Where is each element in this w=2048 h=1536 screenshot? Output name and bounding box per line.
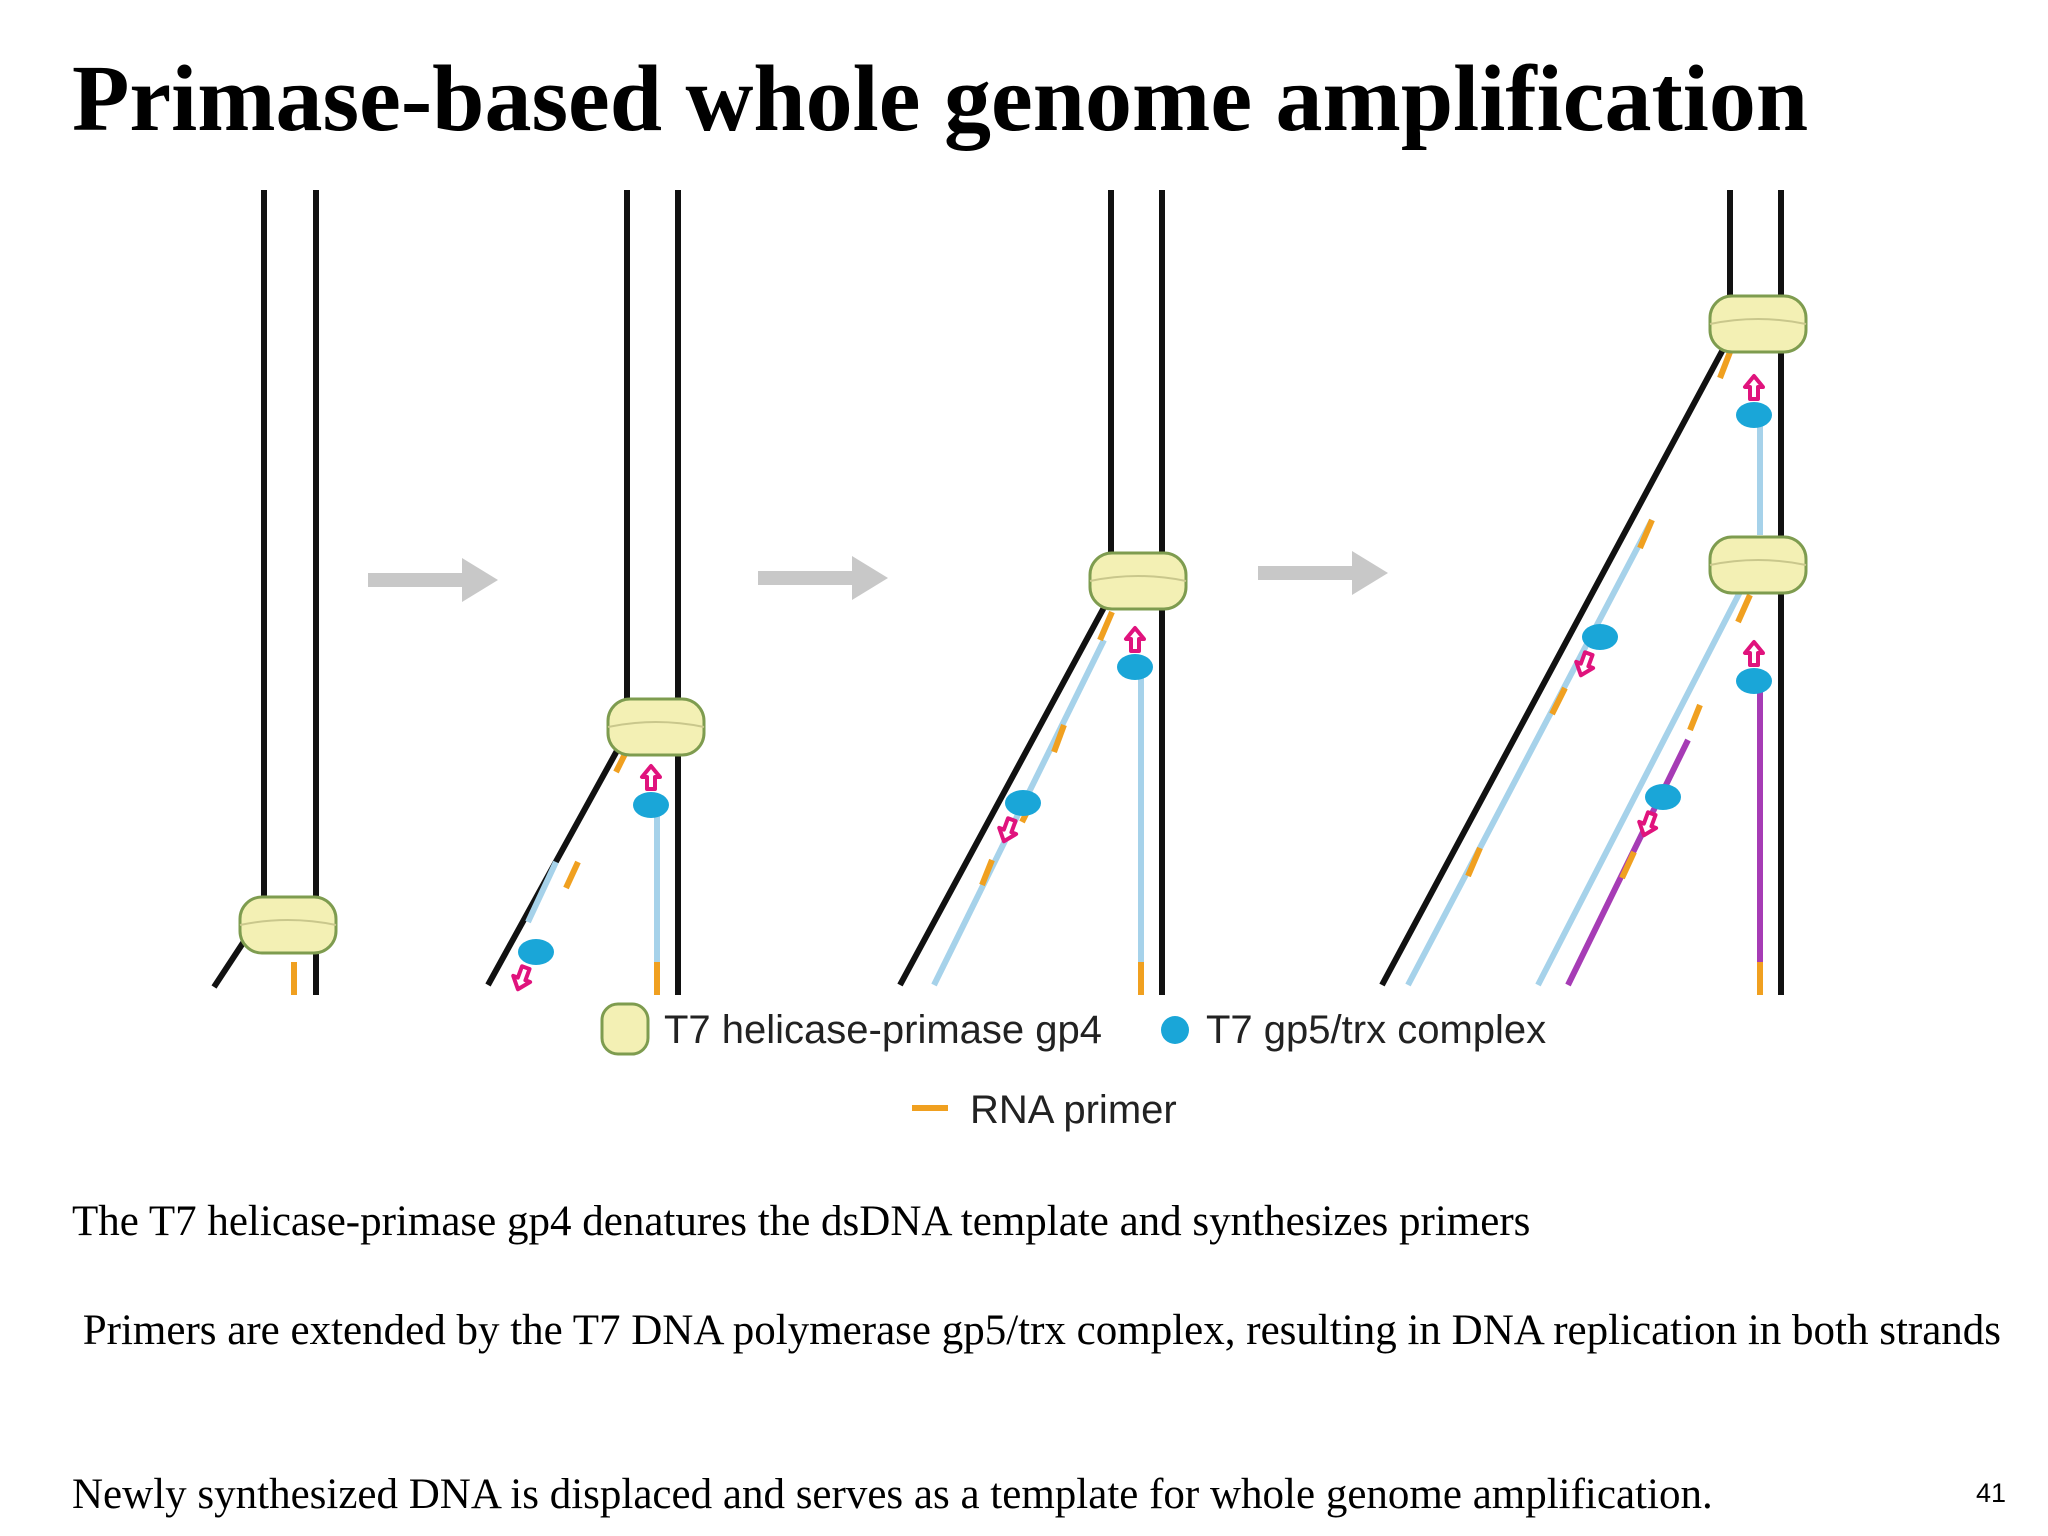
new-strand	[1405, 518, 1655, 987]
slide-title: Primase-based whole genome amplification	[72, 47, 1809, 151]
body-paragraph-3: Newly synthesized DNA is displaced and s…	[72, 1471, 1713, 1518]
legend-polymerase-label: T7 gp5/trx complex	[1206, 1008, 1547, 1052]
rna-primer	[1687, 703, 1703, 732]
body-paragraph-1: The T7 helicase-primase gp4 denatures th…	[72, 1198, 1531, 1245]
panel-3-fork-strand	[897, 598, 1111, 987]
direction-arrow-up	[1124, 626, 1146, 653]
rna-primer	[563, 860, 581, 890]
polymerase-gp5-trx	[1117, 654, 1153, 680]
legend-helicase-swatch	[600, 1002, 650, 1056]
rna-primer	[1637, 518, 1655, 550]
rna-primer	[1735, 593, 1753, 624]
step-arrow-1	[368, 558, 498, 602]
helicase-gp4	[1088, 551, 1188, 611]
step-arrow-2	[758, 556, 888, 600]
polymerase-gp5-trx	[1582, 624, 1618, 650]
direction-arrow-down	[507, 962, 537, 995]
rna-primer	[1097, 610, 1115, 642]
panel-2	[485, 190, 706, 995]
new-strand	[1535, 588, 1744, 987]
body-paragraph-2: Primers are extended by the T7 DNA polym…	[72, 1307, 2002, 1354]
legend	[600, 1002, 1189, 1111]
rna-primer	[1549, 686, 1568, 716]
direction-arrow-up	[1743, 374, 1765, 401]
direction-arrow-up	[1743, 640, 1765, 667]
polymerase-gp5-trx	[1736, 668, 1772, 694]
polymerase-gp5-trx	[633, 792, 669, 818]
legend-primer-label: RNA primer	[970, 1088, 1177, 1132]
direction-arrow-up	[640, 764, 662, 791]
rna-primer	[1465, 846, 1483, 878]
panel-4	[1379, 190, 1808, 995]
rna-primer	[979, 858, 995, 887]
rna-primer	[1717, 350, 1733, 380]
panel-3	[897, 190, 1188, 995]
direction-arrow-down	[1570, 648, 1600, 681]
panel-2-fork-strand	[485, 736, 627, 987]
polymerase-gp5-trx	[1645, 784, 1681, 810]
panel-4-fork-strand	[1379, 340, 1730, 987]
legend-helicase-label: T7 helicase-primase gp4	[664, 1008, 1102, 1052]
helicase-gp4	[606, 697, 706, 757]
helicase-gp4	[1708, 294, 1808, 354]
rna-primer	[1619, 850, 1637, 880]
step-arrow-3	[1258, 551, 1388, 595]
polymerase-gp5-trx	[1005, 790, 1041, 816]
slide-page-number: 41	[1976, 1478, 2007, 1508]
helicase-gp4	[1708, 535, 1808, 595]
direction-arrow-down	[993, 814, 1023, 847]
polymerase-gp5-trx	[1736, 402, 1772, 428]
rna-primer	[1051, 723, 1067, 754]
helicase-gp4	[238, 895, 338, 955]
legend-polymerase-swatch	[1161, 1016, 1189, 1044]
panel-1	[211, 190, 338, 995]
new-strand	[525, 860, 559, 924]
polymerase-gp5-trx	[518, 939, 554, 965]
